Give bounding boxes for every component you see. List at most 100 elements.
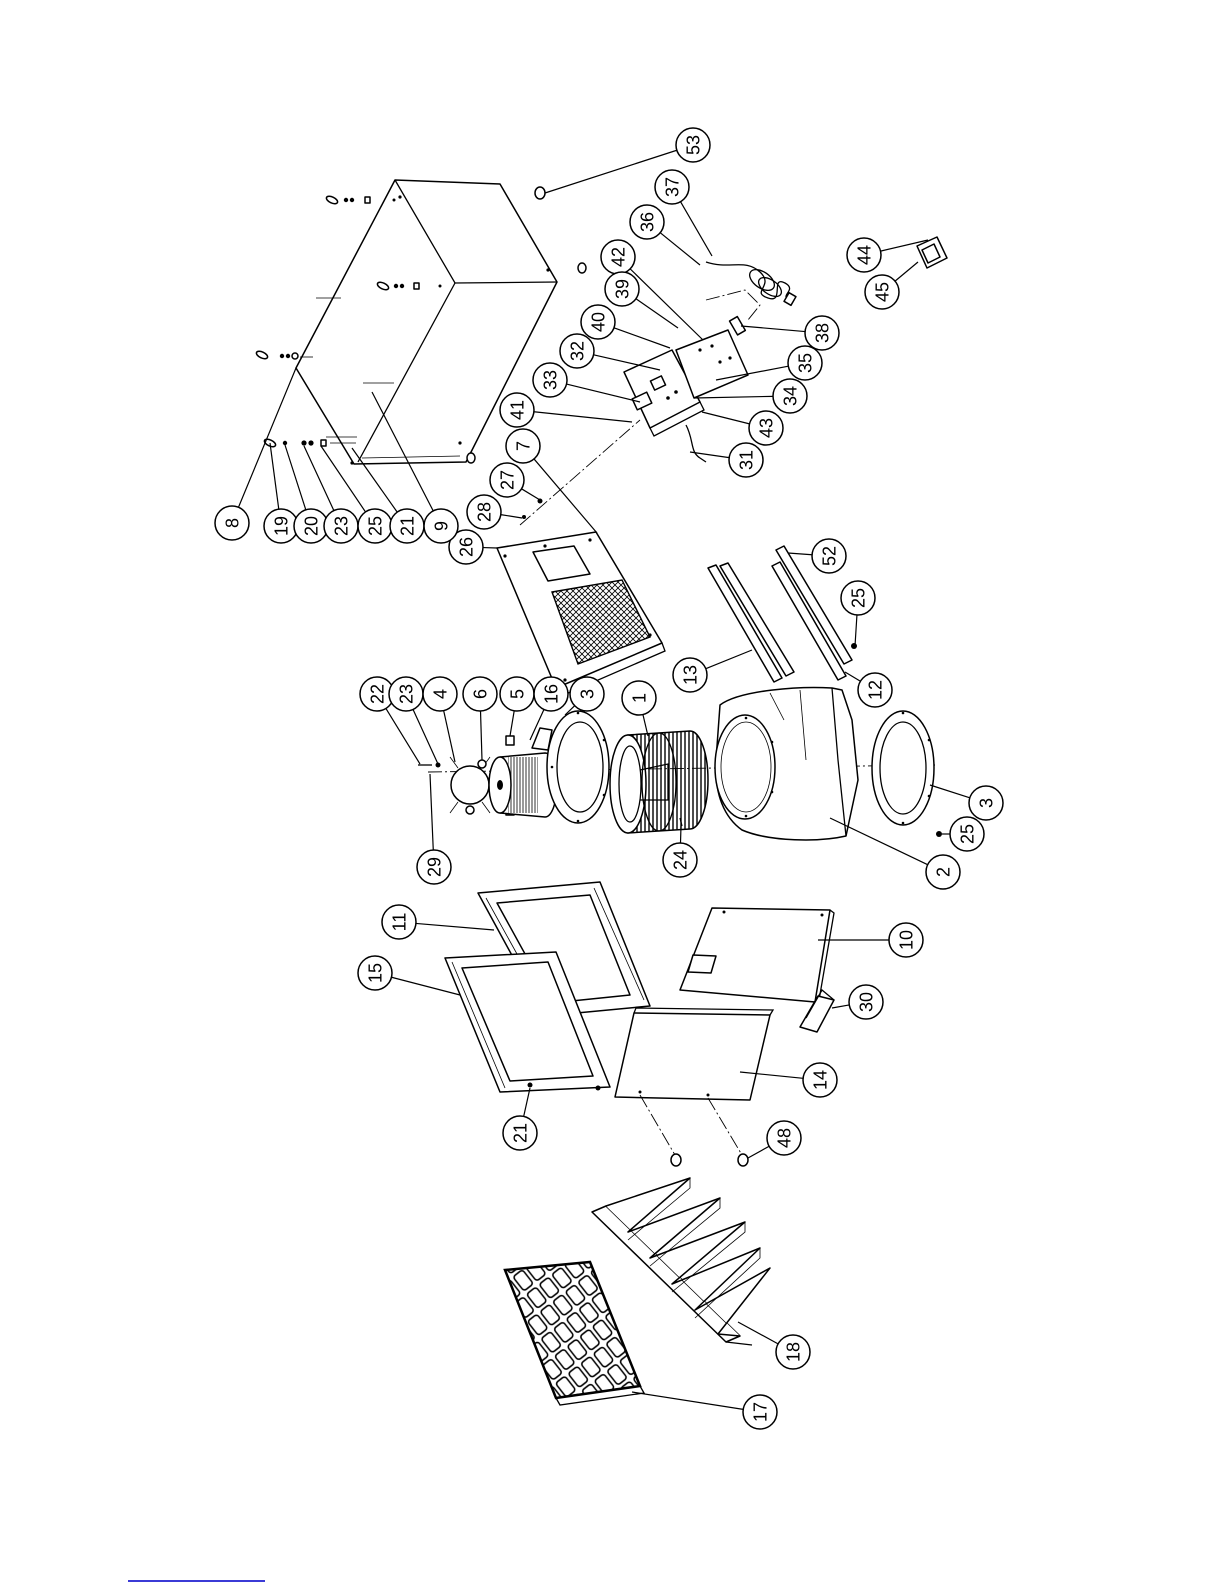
blower-wheel (610, 731, 708, 833)
callout-number: 2 (934, 867, 954, 877)
callout-number: 30 (857, 992, 877, 1012)
nut (414, 283, 419, 289)
callout-6: 6 (463, 677, 497, 760)
callout-number: 10 (897, 930, 917, 950)
callout-number: 25 (849, 588, 869, 608)
callout-leader (895, 262, 918, 281)
washer (394, 284, 398, 288)
callout-number: 15 (366, 963, 386, 983)
callout-number: 25 (366, 516, 386, 536)
washer (286, 354, 290, 358)
callout-number: 53 (684, 135, 704, 155)
callout-5: 5 (500, 677, 534, 736)
grommet (535, 187, 545, 199)
terminal (674, 390, 678, 394)
ring-hole (551, 766, 554, 769)
terminal (728, 356, 731, 359)
motor-shaft (497, 780, 503, 790)
callout-leader (270, 443, 279, 509)
callout-3: 3 (930, 785, 1003, 820)
callout-leader (534, 459, 597, 533)
ring-hole (577, 820, 580, 823)
callout-number: 52 (820, 546, 840, 566)
ring-outer (872, 711, 934, 825)
nut (292, 353, 298, 359)
callout-36: 36 (630, 205, 700, 265)
filter-pleats (606, 1178, 770, 1336)
screw (439, 285, 442, 288)
callout-number: 42 (609, 247, 629, 267)
callout-number: 4 (431, 689, 451, 699)
callout-number: 16 (542, 684, 562, 704)
cord-coil (755, 274, 784, 300)
callout-number: 29 (425, 857, 445, 877)
callout-48: 48 (748, 1121, 801, 1158)
callout-leader (413, 709, 438, 764)
callout-number: 20 (302, 516, 322, 536)
ring-hole (902, 712, 905, 715)
callout-44: 44 (847, 238, 928, 272)
callout-number: 21 (511, 1123, 531, 1143)
wire-harness-31 (686, 425, 706, 462)
control-plate (497, 499, 665, 698)
isolator-6 (466, 806, 474, 814)
cover-hole (458, 441, 461, 444)
callout-number: 22 (368, 684, 388, 704)
callout-leader (845, 672, 860, 681)
frame-screw (596, 1086, 601, 1091)
cord-plug (784, 293, 796, 306)
washer (280, 354, 284, 358)
callout-number: 45 (873, 282, 893, 302)
assembly-centerline (520, 420, 640, 525)
callout-number: 37 (663, 177, 683, 197)
callout-number: 8 (223, 518, 243, 528)
callout-number: 39 (613, 279, 633, 299)
callout-number: 44 (855, 245, 875, 265)
power-cord-37 (706, 262, 790, 300)
side-panel-14 (615, 1008, 773, 1166)
callout-leader (522, 489, 540, 500)
callout-19: 19 (264, 443, 298, 543)
plate-hole (543, 544, 546, 547)
ring-screw-25 (936, 831, 942, 837)
isolator-6 (478, 760, 486, 768)
callout-number: 31 (737, 450, 757, 470)
cord-centerline (706, 290, 760, 320)
callout-leader (930, 785, 970, 798)
callout-number: 3 (578, 689, 598, 699)
callout-number: 48 (775, 1128, 795, 1148)
callout-33: 33 (533, 363, 640, 402)
callout-number: 13 (681, 665, 701, 685)
housing-hole (745, 815, 748, 818)
grommet-leader (640, 1095, 675, 1155)
callout-11: 11 (382, 905, 494, 939)
plate-hole (648, 633, 651, 636)
washer (350, 198, 354, 202)
housing-hole (745, 717, 748, 720)
ring-hole (928, 739, 931, 742)
callout-number: 41 (508, 400, 528, 420)
cover-hole (350, 461, 353, 464)
callout-leader (614, 328, 670, 348)
callout-leader (630, 269, 703, 340)
callout-37: 37 (655, 170, 712, 256)
callout-4: 4 (423, 677, 457, 762)
ring-hole (603, 794, 606, 797)
callout-leader (788, 553, 812, 555)
ring-outer (547, 711, 609, 823)
callout-24: 24 (663, 826, 697, 877)
panel-slot (688, 955, 716, 973)
filter-grid (505, 1262, 640, 1398)
callout-number: 11 (390, 913, 410, 932)
callout-leader (681, 202, 712, 256)
grommet-48 (738, 1154, 748, 1166)
carbon-filter (505, 1262, 644, 1405)
panel-hole (639, 1091, 642, 1094)
callout-number: 33 (541, 370, 561, 390)
plate-hole (503, 554, 506, 557)
terminal (666, 396, 670, 400)
callout-leader (391, 977, 460, 995)
callout-leader (748, 1146, 769, 1158)
callout-38: 38 (741, 316, 839, 350)
callout-number: 1 (630, 693, 650, 703)
